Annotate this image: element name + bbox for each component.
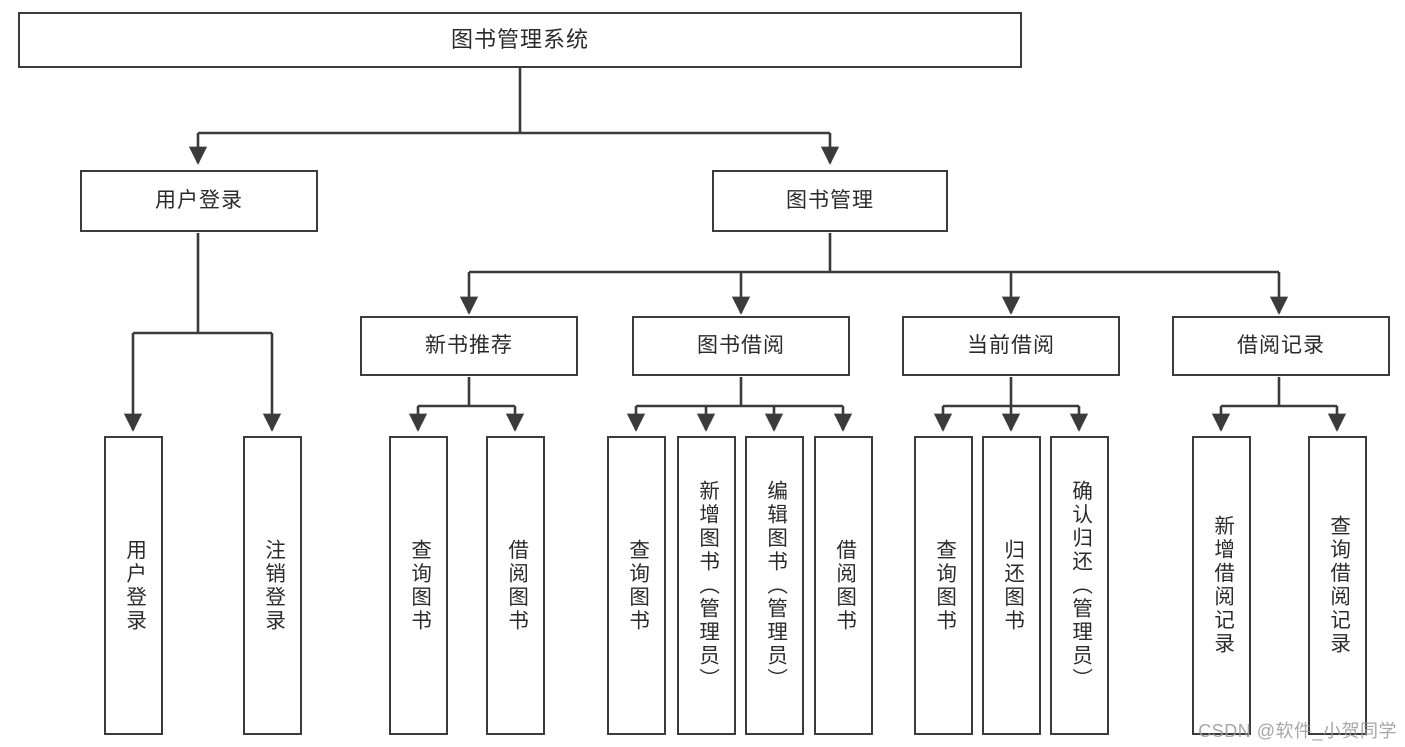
leaf-recommend-borrow-book[interactable]: 借阅图书 xyxy=(486,436,545,735)
node-new-book-recommend[interactable]: 新书推荐 xyxy=(360,316,578,376)
leaf-user-login-login[interactable]: 用户登录 xyxy=(104,436,163,735)
node-label: 图书管理系统 xyxy=(450,27,589,53)
node-label: 新书推荐 xyxy=(425,333,513,357)
node-label: 归还图书 xyxy=(1000,538,1024,633)
node-label: 查询借阅记录 xyxy=(1326,515,1350,656)
node-user-login[interactable]: 用户登录 xyxy=(80,170,318,232)
node-current-borrow[interactable]: 当前借阅 xyxy=(902,316,1120,376)
node-root-system[interactable]: 图书管理系统 xyxy=(18,12,1022,68)
leaf-current-query-book[interactable]: 查询图书 xyxy=(914,436,973,735)
csdn-watermark: CSDN @软件_小贺同学 xyxy=(1198,721,1397,741)
node-label: 借阅图书 xyxy=(832,538,856,633)
node-label: 图书借阅 xyxy=(697,333,785,357)
leaf-borrow-edit-book-admin[interactable]: 编辑图书（管理员） xyxy=(745,436,804,735)
node-label: 图书管理 xyxy=(786,188,874,212)
node-label: 新增图书（管理员） xyxy=(695,479,719,692)
leaf-record-query-record[interactable]: 查询借阅记录 xyxy=(1308,436,1367,735)
leaf-borrow-query-book[interactable]: 查询图书 xyxy=(607,436,666,735)
leaf-borrow-borrow-book[interactable]: 借阅图书 xyxy=(814,436,873,735)
node-label: 确认归还（管理员） xyxy=(1068,479,1092,692)
leaf-current-return-book[interactable]: 归还图书 xyxy=(982,436,1041,735)
node-label: 查询图书 xyxy=(625,538,649,633)
node-borrow-record[interactable]: 借阅记录 xyxy=(1172,316,1390,376)
node-book-management[interactable]: 图书管理 xyxy=(712,170,948,232)
leaf-user-login-logout[interactable]: 注销登录 xyxy=(243,436,302,735)
node-label: 借阅记录 xyxy=(1237,333,1325,357)
node-label: 查询图书 xyxy=(407,538,431,633)
leaf-recommend-query-book[interactable]: 查询图书 xyxy=(389,436,448,735)
node-label: 注销登录 xyxy=(261,538,285,633)
leaf-record-add-record[interactable]: 新增借阅记录 xyxy=(1192,436,1251,735)
node-label: 用户登录 xyxy=(122,538,146,633)
node-label: 新增借阅记录 xyxy=(1210,515,1234,656)
node-label: 用户登录 xyxy=(155,188,243,212)
node-label: 当前借阅 xyxy=(967,333,1055,357)
leaf-current-confirm-return-admin[interactable]: 确认归还（管理员） xyxy=(1050,436,1109,735)
node-book-borrow[interactable]: 图书借阅 xyxy=(632,316,850,376)
node-label: 查询图书 xyxy=(932,538,956,633)
node-label: 借阅图书 xyxy=(504,538,528,633)
node-label: 编辑图书（管理员） xyxy=(763,479,787,692)
leaf-borrow-add-book-admin[interactable]: 新增图书（管理员） xyxy=(677,436,736,735)
